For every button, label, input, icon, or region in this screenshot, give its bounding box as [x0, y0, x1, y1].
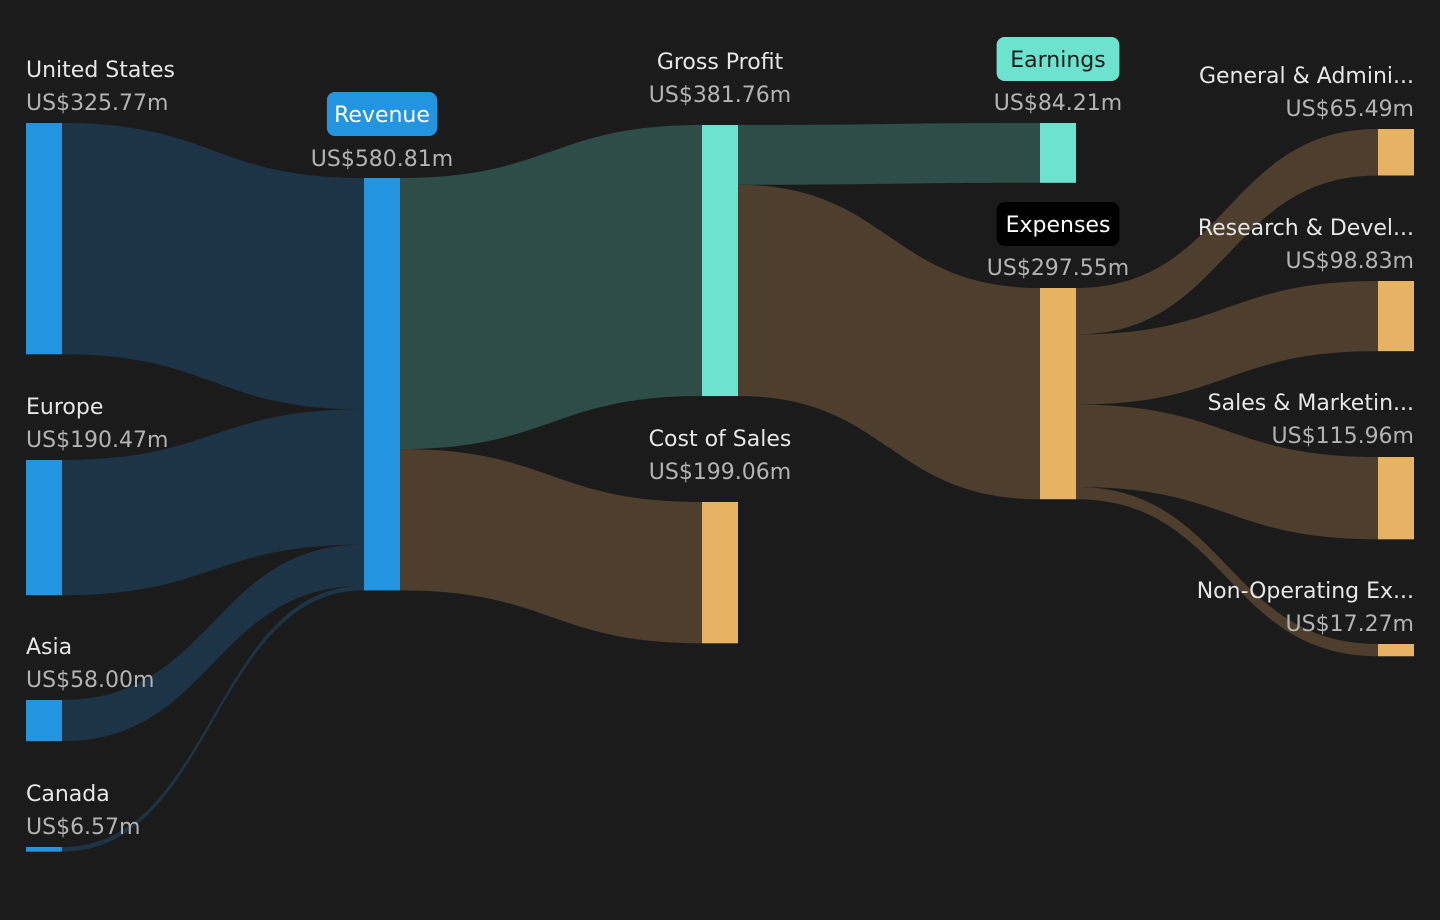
- node-name-gna: General & Admini...: [1199, 64, 1414, 89]
- link-expenses-to-gna: [1076, 129, 1378, 335]
- node-name-revenue: Revenue: [334, 103, 430, 128]
- link-canada-to-revenue: [62, 585, 364, 852]
- node-name-snm: Sales & Marketin...: [1208, 391, 1414, 416]
- node-value-nonop: US$17.27m: [1286, 612, 1414, 637]
- node-name-expenses: Expenses: [1006, 213, 1111, 238]
- node-bar-gross_profit: [702, 125, 738, 397]
- link-gross_profit-to-expenses: [738, 184, 1040, 500]
- node-value-rnd: US$98.83m: [1286, 249, 1414, 274]
- link-expenses-to-snm: [1076, 404, 1378, 540]
- nodes-layer: [26, 123, 1414, 852]
- node-bar-rnd: [1378, 281, 1414, 352]
- labels-layer: United StatesUS$325.77mEuropeUS$190.47mA…: [26, 37, 1414, 840]
- node-name-nonop: Non-Operating Ex...: [1197, 579, 1414, 604]
- node-name-us: United States: [26, 58, 175, 83]
- link-expenses-to-rnd: [1076, 281, 1378, 405]
- label-group-snm: Sales & Marketin... US$115.96m: [1208, 391, 1414, 449]
- link-revenue-to-gross_profit: [400, 125, 702, 450]
- badge-expenses: [996, 202, 1120, 246]
- node-name-asia: Asia: [26, 635, 72, 660]
- badge-earnings: [996, 37, 1120, 81]
- badge-revenue: [326, 92, 438, 136]
- node-bar-cost_of_sales: [702, 502, 738, 644]
- node-bar-revenue: [364, 178, 400, 591]
- node-value-gross_profit: US$381.76m: [649, 83, 791, 108]
- node-value-asia: US$58.00m: [26, 668, 154, 693]
- node-value-snm: US$115.96m: [1272, 424, 1414, 449]
- link-revenue-to-cost_of_sales: [400, 449, 702, 644]
- node-value-gna: US$65.49m: [1286, 97, 1414, 122]
- node-name-cost_of_sales: Cost of Sales: [649, 427, 792, 452]
- node-bar-canada: [26, 847, 62, 852]
- link-us-to-revenue: [62, 123, 364, 410]
- node-name-gross_profit: Gross Profit: [657, 50, 784, 75]
- node-value-us: US$325.77m: [26, 91, 168, 116]
- node-bar-europe: [26, 460, 62, 596]
- node-value-europe: US$190.47m: [26, 428, 168, 453]
- links-layer: [62, 123, 1378, 852]
- node-value-cost_of_sales: US$199.06m: [649, 460, 791, 485]
- node-name-europe: Europe: [26, 395, 103, 420]
- label-group-nonop: Non-Operating Ex... US$17.27m: [1197, 579, 1414, 637]
- node-value-earnings: US$84.21m: [994, 91, 1122, 116]
- node-bar-asia: [26, 700, 62, 742]
- node-name-canada: Canada: [26, 782, 110, 807]
- node-value-revenue: US$580.81m: [311, 147, 453, 172]
- node-bar-earnings: [1040, 123, 1076, 183]
- link-europe-to-revenue: [62, 409, 364, 596]
- label-group-gna: General & Admini... US$65.49m: [1199, 64, 1414, 122]
- link-expenses-to-nonop: [1076, 486, 1378, 657]
- node-bar-us: [26, 123, 62, 355]
- node-name-rnd: Research & Devel...: [1198, 216, 1414, 241]
- node-bar-snm: [1378, 457, 1414, 540]
- node-bar-nonop: [1378, 644, 1414, 657]
- link-gross_profit-to-earnings: [738, 123, 1040, 185]
- node-value-canada: US$6.57m: [26, 815, 140, 840]
- node-bar-gna: [1378, 129, 1414, 176]
- node-value-expenses: US$297.55m: [987, 256, 1129, 281]
- label-group-rnd: Research & Devel... US$98.83m: [1198, 216, 1414, 274]
- node-bar-expenses: [1040, 288, 1076, 500]
- link-asia-to-revenue: [62, 544, 364, 742]
- node-name-earnings: Earnings: [1010, 48, 1105, 73]
